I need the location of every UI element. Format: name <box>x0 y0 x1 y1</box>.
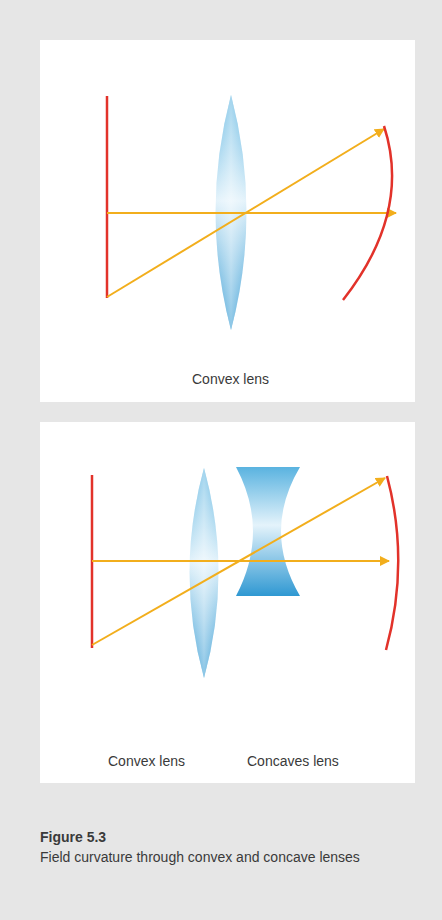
lens-label: Concaves lens <box>247 752 339 770</box>
curved-image-field <box>343 126 392 300</box>
lens-highlight <box>190 468 219 678</box>
figure-number: Figure 5.3 <box>40 828 106 846</box>
panel <box>40 40 415 402</box>
curved-image-field <box>386 476 398 650</box>
lens-label: Convex lens <box>108 752 185 770</box>
lens-label: Convex lens <box>192 370 269 388</box>
ray <box>107 212 396 214</box>
ray <box>92 478 385 645</box>
figure-caption: Field curvature through convex and conca… <box>40 848 380 866</box>
convex-lens <box>190 468 219 678</box>
panel <box>40 422 415 783</box>
ray <box>107 129 384 297</box>
object-line <box>106 96 109 298</box>
